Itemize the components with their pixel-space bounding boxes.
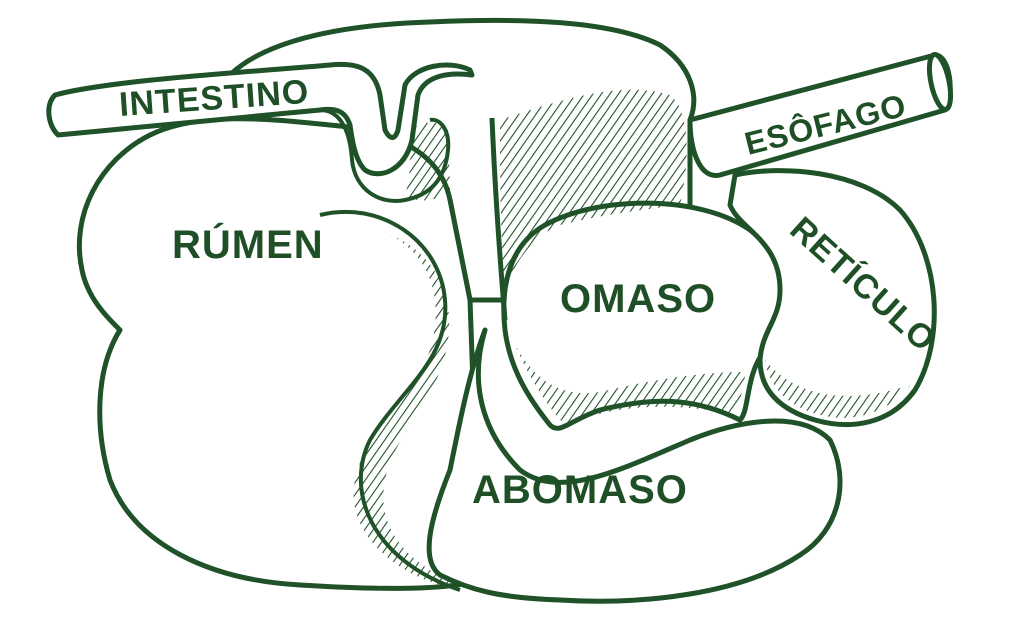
omaso-shading xyxy=(515,345,745,425)
rumen-label: RÚMEN xyxy=(172,221,324,267)
abomaso-label: ABOMASO xyxy=(472,468,688,512)
intestino-shape xyxy=(46,61,475,177)
reticulo-shape xyxy=(727,168,937,428)
esofago-opening xyxy=(926,52,954,112)
intestino-loop xyxy=(319,108,451,203)
dorsal-shading xyxy=(500,89,687,290)
rumen-abomaso-divider xyxy=(489,117,508,321)
rumen-fold-shading xyxy=(353,235,460,585)
abomaso-shape xyxy=(426,327,843,604)
rumen-fold-line xyxy=(319,209,461,592)
reticulo-shading xyxy=(765,360,910,418)
omaso-label: OMASO xyxy=(560,277,716,321)
